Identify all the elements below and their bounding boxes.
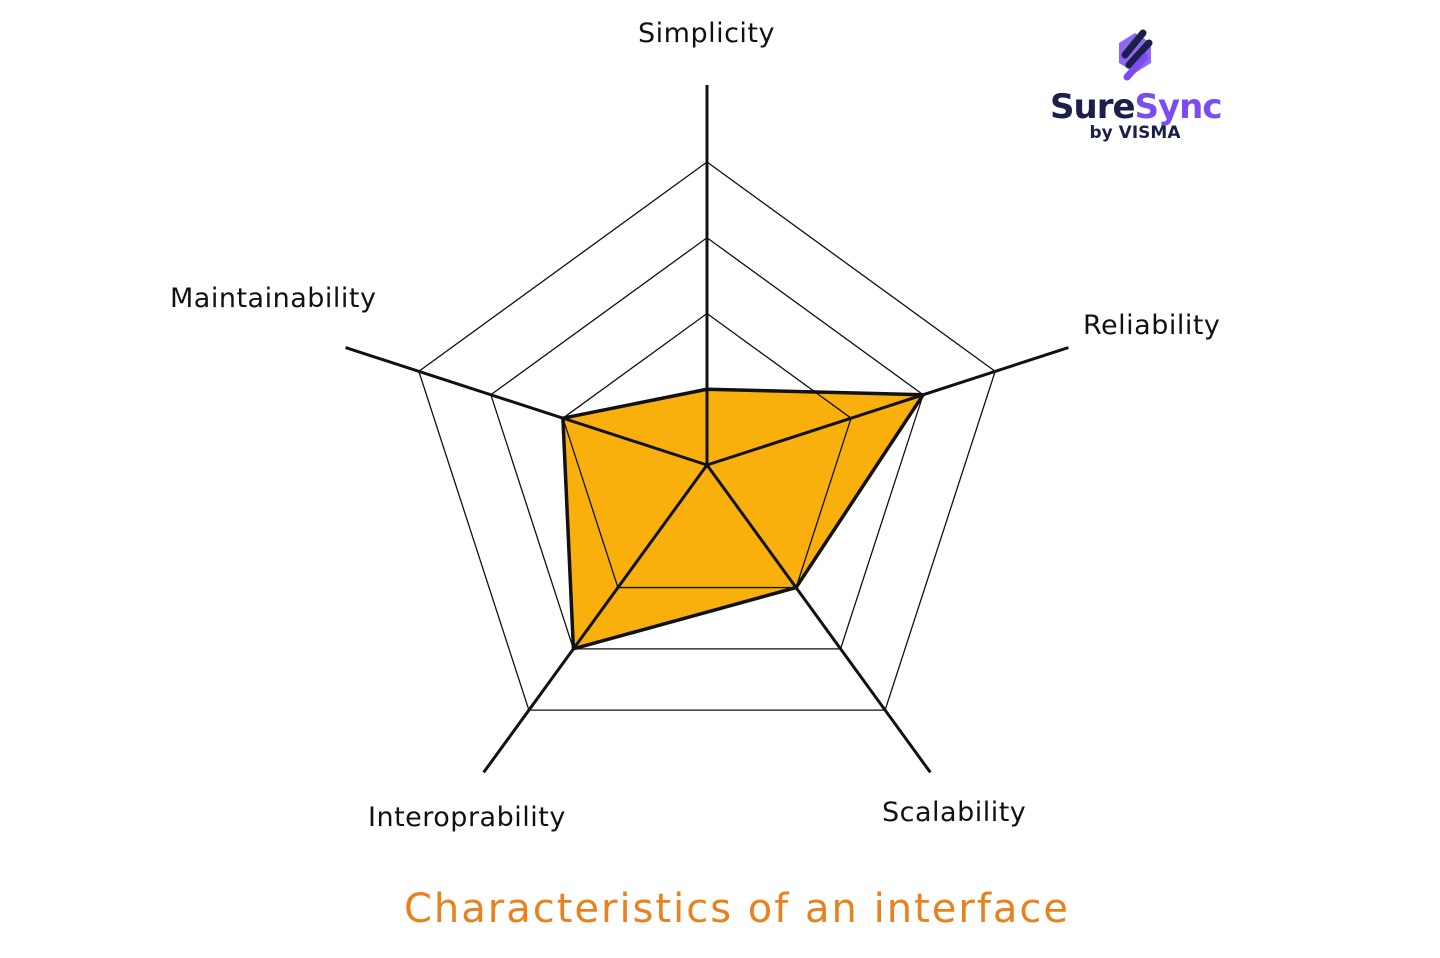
axis-label-interoprability: Interoprability (368, 802, 566, 833)
brand-name: SureSync (1050, 87, 1223, 127)
axis-line-interoprability (482, 464, 709, 774)
grid-ring-4 (418, 161, 996, 711)
axis-line-maintainability (345, 346, 708, 467)
data-point-reliability (921, 393, 925, 397)
data-point-maintainability (561, 416, 565, 420)
suresync-logo: SureSync by VISMA (1050, 25, 1223, 143)
brand-part-1: Sure (1050, 87, 1136, 127)
data-point-scalability (794, 586, 798, 590)
axis-label-scalability: Scalability (882, 797, 1027, 828)
brand-byline: by VISMA (1089, 123, 1181, 143)
grid-ring-3 (490, 236, 924, 650)
logo-mark-icon (1119, 29, 1153, 81)
data-area (561, 387, 925, 651)
brand-part-2: Sync (1134, 87, 1223, 127)
axis-line-reliability (706, 346, 1069, 467)
data-point-interoprability (571, 647, 575, 651)
axis-label-maintainability: Maintainability (170, 283, 377, 314)
chart-title: Characteristics of an interface (403, 886, 1071, 932)
data-point-simplicity (705, 387, 709, 391)
axis-label-reliability: Reliability (1083, 310, 1221, 341)
axis-label-simplicity: Simplicity (638, 18, 775, 49)
grid-ring-2 (562, 312, 852, 589)
axis-line-scalability (705, 464, 932, 774)
